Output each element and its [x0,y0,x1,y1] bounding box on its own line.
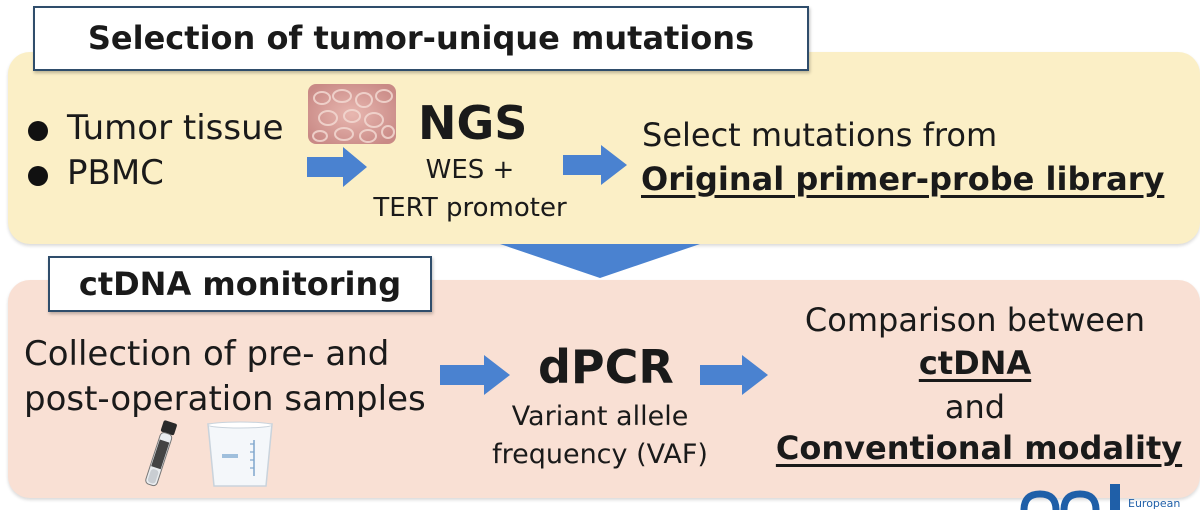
select-mutations-text: Select mutations from [642,116,997,154]
primer-probe-library: Original primer-probe library [641,160,1164,198]
collection-line-1: Collection of pre- and [24,334,389,374]
arrow-right-icon [307,147,367,187]
bullet-tumor-tissue: Tumor tissue [67,108,284,148]
logo-text: European [1128,497,1180,510]
monitoring-title: ctDNA monitoring [48,256,432,312]
bullet-icon [28,121,48,141]
collection-line-2: post-operation samples [24,379,426,419]
dpcr-label: dPCR [538,340,674,394]
ngs-detail-wes: WES + [400,155,540,185]
society-logo-icon [1020,492,1130,510]
ngs-label: NGS [418,96,527,150]
and-text: and [770,388,1180,426]
ctdna-text: ctDNA [770,344,1180,382]
arrow-right-icon [440,355,510,395]
arrow-right-icon [563,145,627,185]
comparison-text: Comparison between [770,301,1180,339]
bullet-pbmc: PBMC [67,153,164,193]
dpcr-detail-frequency: frequency (VAF) [470,439,730,470]
arrow-right-icon [700,355,768,395]
blood-tube-image [134,418,184,492]
dpcr-detail-vaf: Variant allele [470,401,730,432]
ngs-detail-tert: TERT promoter [355,193,585,223]
conventional-modality-text: Conventional modality [766,429,1192,467]
tumor-tissue-image [308,84,396,144]
specimen-cup-image [204,420,276,488]
down-arrow-icon [500,244,700,280]
selection-title: Selection of tumor-unique mutations [33,6,809,71]
bullet-icon [28,166,48,186]
